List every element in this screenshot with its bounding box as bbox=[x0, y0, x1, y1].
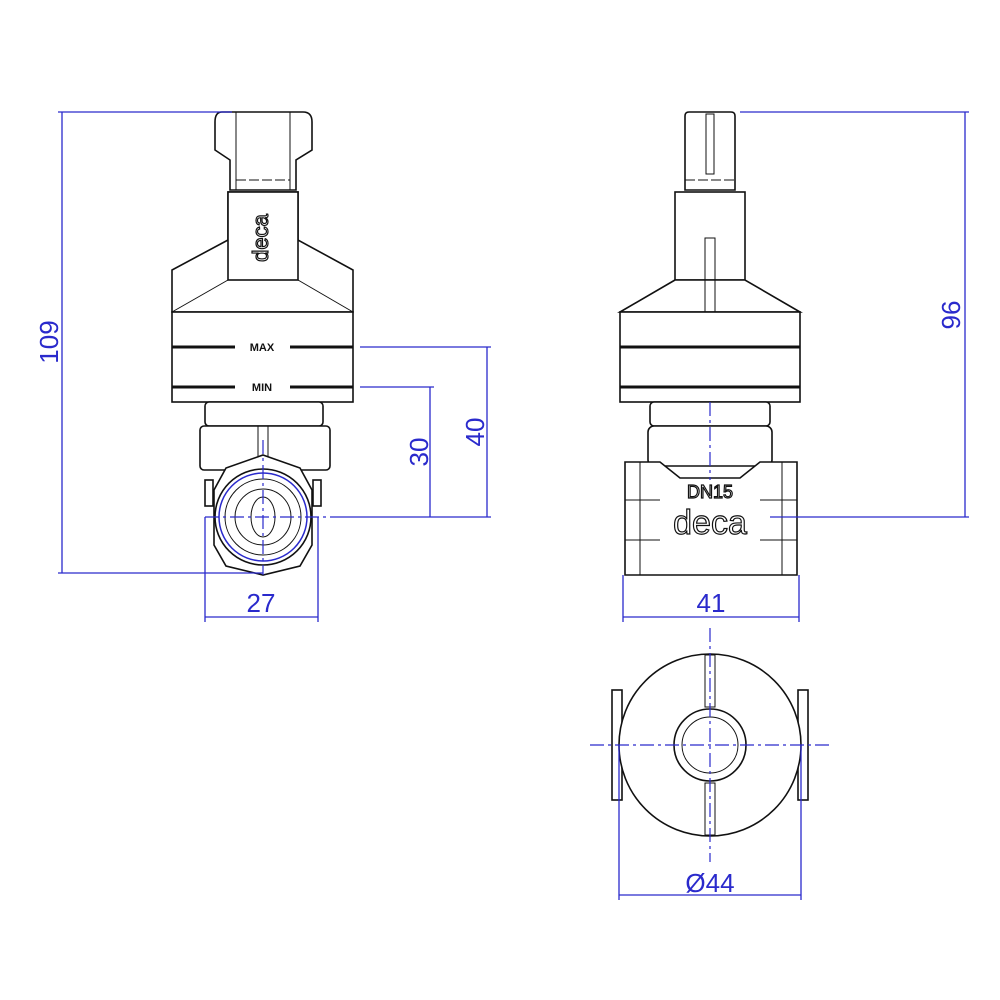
svg-text:30: 30 bbox=[404, 438, 434, 467]
front-view: DN15 deca bbox=[617, 111, 803, 576]
min-label: MIN bbox=[252, 382, 272, 394]
svg-text:27: 27 bbox=[247, 588, 276, 618]
brand-label-vertical: deca bbox=[248, 213, 273, 261]
svg-text:109: 109 bbox=[34, 320, 64, 363]
svg-text:Ø44: Ø44 bbox=[685, 868, 734, 898]
dimension-diameter-44: Ø44 bbox=[618, 745, 802, 900]
bottom-view bbox=[590, 628, 830, 862]
dimension-41: 41 bbox=[622, 575, 800, 622]
side-view: deca MAX MIN bbox=[171, 111, 354, 576]
brand-label: deca bbox=[673, 504, 747, 542]
dimension-27: 27 bbox=[204, 517, 319, 622]
svg-text:41: 41 bbox=[697, 588, 726, 618]
svg-text:96: 96 bbox=[936, 301, 966, 330]
max-label: MAX bbox=[250, 342, 275, 354]
size-label: DN15 bbox=[687, 482, 733, 502]
dimension-96: 96 bbox=[740, 111, 969, 518]
svg-text:40: 40 bbox=[460, 418, 490, 447]
dimension-30: 30 bbox=[360, 386, 434, 517]
dimension-40: 40 bbox=[330, 346, 491, 518]
dimension-109: 109 bbox=[34, 111, 263, 574]
